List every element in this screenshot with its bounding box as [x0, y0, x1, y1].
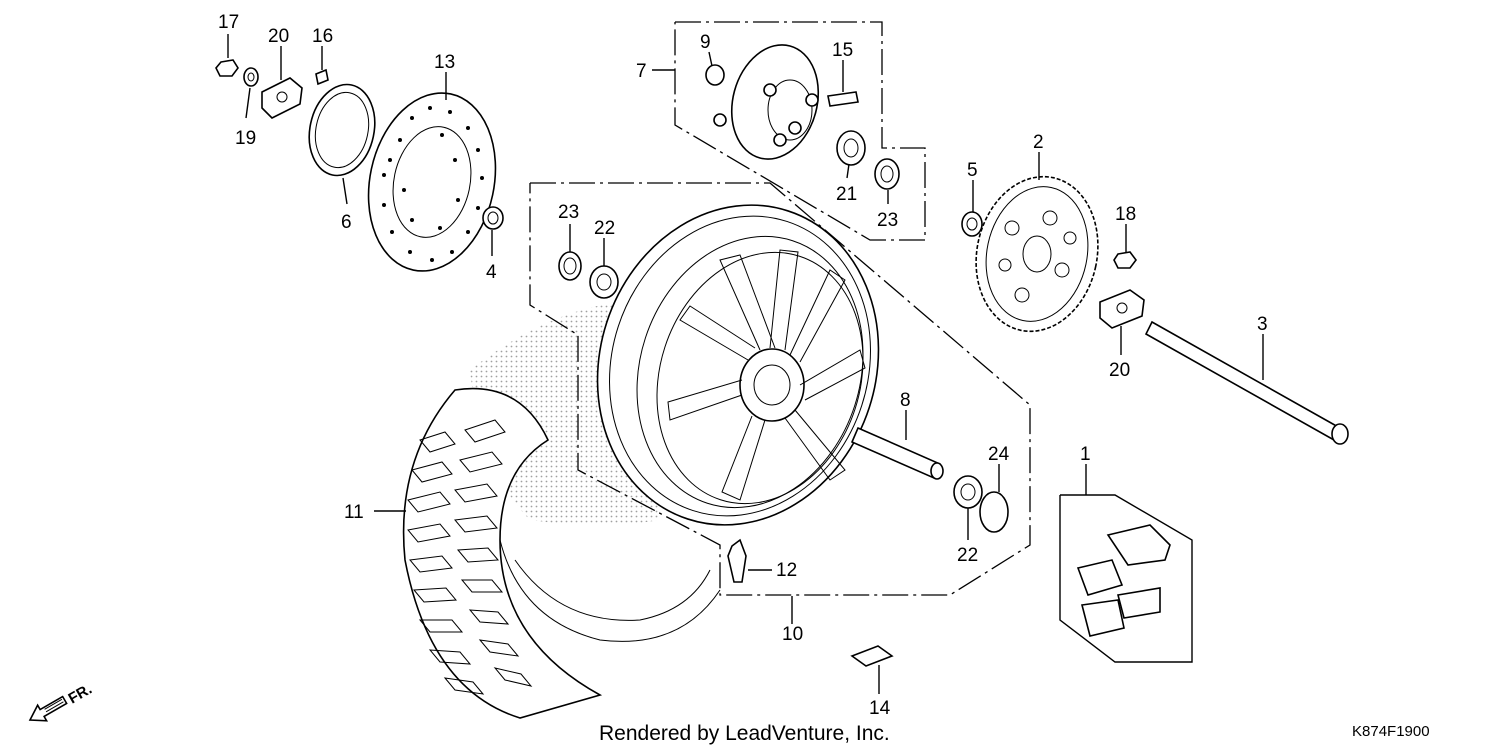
bolt-16 [315, 68, 329, 86]
adjuster-plate-20b [1099, 289, 1145, 329]
callout-4: 4 [486, 262, 497, 283]
nut-17 [215, 59, 239, 77]
brake-disc [367, 92, 497, 272]
callout-14: 14 [869, 698, 891, 719]
callout-9: 9 [700, 32, 711, 53]
valve [727, 538, 747, 583]
front-direction-arrow-icon [28, 695, 68, 722]
group-outline-1 [1059, 494, 1193, 663]
callout-21: 21 [836, 184, 857, 205]
callout-16: 16 [312, 26, 333, 47]
wheel [596, 204, 880, 526]
washer-19 [243, 67, 259, 87]
nut-18 [1113, 251, 1137, 269]
hub-flange [713, 44, 820, 160]
o-ring-24 [979, 491, 1009, 533]
rendered-by-credit: Rendered by LeadVenture, Inc. [599, 722, 890, 745]
group-outline-7 [674, 21, 926, 241]
callout-10: 10 [782, 624, 803, 645]
sprocket [975, 175, 1099, 333]
callout-1: 1 [1080, 444, 1091, 465]
callout-5: 5 [967, 160, 978, 181]
callout-18: 18 [1115, 204, 1136, 225]
group-outline-10 [529, 182, 1031, 596]
collar-9 [705, 64, 725, 86]
diagram-code: K874F1900 [1352, 723, 1430, 740]
callout-23a: 23 [558, 202, 579, 223]
seal-23b [874, 158, 900, 190]
callout-6: 6 [341, 212, 352, 233]
seal-23a [558, 251, 582, 281]
balance-weight [850, 645, 894, 667]
callout-13: 13 [434, 52, 455, 73]
callout-20b: 20 [1109, 360, 1130, 381]
adjuster-plate-20a [261, 77, 303, 119]
callout-23b: 23 [877, 210, 898, 231]
callout-8: 8 [900, 390, 911, 411]
bearing-21 [836, 130, 866, 166]
callout-2: 2 [1033, 132, 1044, 153]
front-direction-label: FR. [66, 681, 95, 708]
disc-ring [308, 83, 376, 177]
callout-19: 19 [235, 128, 256, 149]
collar-8 [850, 426, 944, 480]
callout-22a: 22 [594, 218, 615, 239]
bearing-22b [953, 475, 983, 509]
spacer-5 [961, 211, 983, 237]
callout-15: 15 [832, 40, 853, 61]
axle [1144, 320, 1349, 445]
callout-11: 11 [344, 502, 364, 523]
spacer-4 [482, 206, 504, 230]
callout-20a: 20 [268, 26, 289, 47]
callouts: 17 20 16 19 13 6 4 23 22 7 9 15 21 23 5 … [218, 12, 1268, 719]
damper-rubbers [1076, 524, 1171, 637]
callout-3: 3 [1257, 314, 1268, 335]
callout-7: 7 [636, 61, 647, 82]
callout-22b: 22 [957, 545, 978, 566]
bearing-22a [589, 265, 619, 299]
tire [402, 387, 721, 719]
callout-17: 17 [218, 12, 239, 33]
leader-lines [227, 34, 1264, 694]
callout-12: 12 [776, 560, 797, 581]
stud-15 [827, 91, 859, 107]
callout-24: 24 [988, 444, 1010, 465]
